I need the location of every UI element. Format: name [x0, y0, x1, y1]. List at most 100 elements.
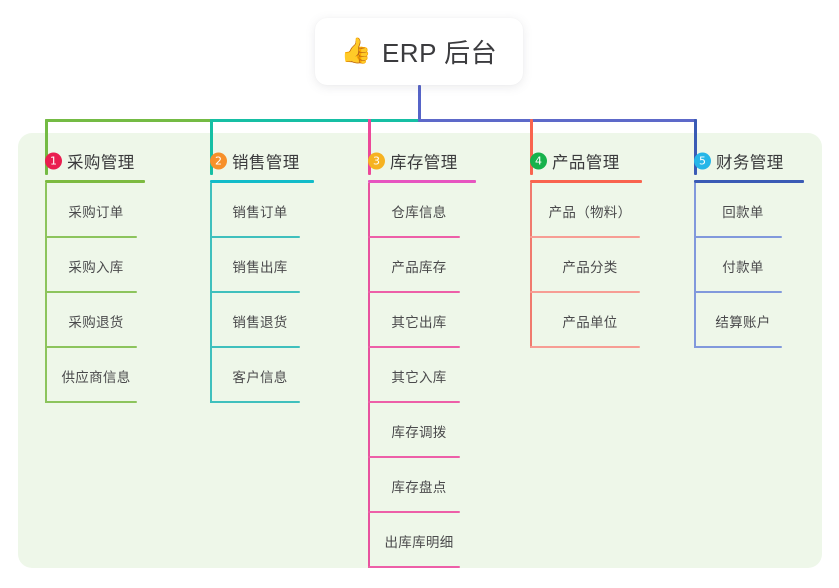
branch-spine-4 — [530, 183, 532, 348]
bar-segment-3 — [418, 119, 697, 122]
leaf-item[interactable]: 结算账户 — [694, 293, 782, 348]
branch-items-3: 仓库信息产品库存其它出库其它入库库存调拨库存盘点出库库明细 — [360, 183, 476, 568]
leaf-item-rule — [45, 236, 137, 238]
branch-column-5: 5 财务管理回款单付款单结算账户 — [686, 148, 804, 348]
leaf-item[interactable]: 库存盘点 — [368, 458, 460, 513]
branch-drop-2 — [210, 119, 213, 175]
branch-header-5[interactable]: 5 财务管理 — [686, 148, 804, 174]
leaf-item[interactable]: 采购退货 — [45, 293, 137, 348]
leaf-item-rule — [368, 236, 460, 238]
leaf-item[interactable]: 销售退货 — [210, 293, 300, 348]
leaf-item-label: 仓库信息 — [391, 204, 447, 220]
leaf-item-rule — [210, 236, 300, 238]
leaf-item-label: 采购退货 — [68, 314, 124, 330]
leaf-item-rule — [368, 456, 460, 458]
branch-drop-3 — [368, 119, 371, 175]
leaf-item-rule — [368, 346, 460, 348]
branch-title-2: 销售管理 — [232, 154, 300, 172]
leaf-item-label: 库存调拨 — [391, 424, 447, 440]
leaf-item-label: 产品（物料） — [548, 204, 632, 220]
leaf-item-label: 出库库明细 — [384, 534, 454, 550]
content-panel — [18, 133, 822, 568]
branch-header-rule-5 — [694, 180, 804, 183]
leaf-item-label: 其它出库 — [391, 314, 447, 330]
trunk-line — [418, 85, 421, 122]
leaf-item[interactable]: 库存调拨 — [368, 403, 460, 458]
leaf-item[interactable]: 采购入库 — [45, 238, 137, 293]
branch-column-1: 1 采购管理采购订单采购入库采购退货供应商信息 — [37, 148, 145, 403]
leaf-item[interactable]: 采购订单 — [45, 183, 137, 238]
leaf-item-rule — [368, 566, 460, 568]
branch-column-4: 4 产品管理产品（物料） 产品分类产品单位 — [522, 148, 642, 348]
leaf-item-rule — [368, 401, 460, 403]
leaf-item[interactable]: 回款单 — [694, 183, 782, 238]
branch-badge-3: 3 — [368, 152, 385, 170]
branch-header-rule-2 — [210, 180, 314, 183]
leaf-item[interactable]: 产品（物料） — [530, 183, 640, 238]
bar-segment-1 — [45, 119, 213, 122]
leaf-item[interactable]: 销售订单 — [210, 183, 300, 238]
leaf-item[interactable]: 销售出库 — [210, 238, 300, 293]
branch-items-5: 回款单付款单结算账户 — [686, 183, 804, 348]
leaf-item-label: 销售退货 — [232, 314, 288, 330]
leaf-item-label: 库存盘点 — [391, 479, 447, 495]
leaf-item[interactable]: 产品单位 — [530, 293, 640, 348]
leaf-item-label: 产品单位 — [562, 314, 618, 330]
branch-badge-5: 5 — [694, 152, 711, 170]
thumbs-up-icon: 👍 — [340, 37, 372, 65]
leaf-item[interactable]: 其它出库 — [368, 293, 460, 348]
leaf-item[interactable]: 产品分类 — [530, 238, 640, 293]
leaf-item-label: 其它入库 — [391, 369, 447, 385]
branch-items-4: 产品（物料） 产品分类产品单位 — [522, 183, 642, 348]
branch-badge-1: 1 — [45, 152, 62, 170]
leaf-item-label: 结算账户 — [715, 314, 771, 330]
bar-segment-2 — [210, 119, 421, 122]
leaf-item-rule — [45, 346, 137, 348]
leaf-item-rule — [530, 236, 640, 238]
branch-header-1[interactable]: 1 采购管理 — [37, 148, 145, 174]
branch-drop-1 — [45, 119, 48, 175]
leaf-item[interactable]: 付款单 — [694, 238, 782, 293]
leaf-item[interactable]: 其它入库 — [368, 348, 460, 403]
leaf-item-rule — [210, 291, 300, 293]
root-node-title: ERP 后台 — [381, 38, 498, 68]
branch-spine-2 — [210, 183, 212, 403]
leaf-item[interactable]: 产品库存 — [368, 238, 460, 293]
branch-title-5: 财务管理 — [716, 154, 784, 172]
leaf-item-rule — [210, 401, 300, 403]
branch-badge-4: 4 — [530, 152, 547, 170]
branch-title-4: 产品管理 — [552, 154, 620, 172]
branch-drop-5 — [694, 119, 697, 175]
branch-items-2: 销售订单销售出库销售退货客户信息 — [202, 183, 314, 403]
leaf-item-label: 销售出库 — [232, 259, 288, 275]
leaf-item-rule — [45, 291, 137, 293]
branch-header-rule-4 — [530, 180, 642, 183]
branch-header-rule-1 — [45, 180, 145, 183]
root-node-card[interactable]: 👍 ERP 后台 — [315, 18, 523, 85]
leaf-item-rule — [530, 346, 640, 348]
leaf-item-label: 采购订单 — [68, 204, 124, 220]
leaf-item[interactable]: 客户信息 — [210, 348, 300, 403]
branch-spine-3 — [368, 183, 370, 568]
leaf-item-label: 产品库存 — [391, 259, 447, 275]
leaf-item-rule — [694, 236, 782, 238]
branch-header-rule-3 — [368, 180, 476, 183]
branch-header-4[interactable]: 4 产品管理 — [522, 148, 642, 174]
branch-drop-4 — [530, 119, 533, 175]
leaf-item[interactable]: 供应商信息 — [45, 348, 137, 403]
leaf-item-label: 产品分类 — [562, 259, 618, 275]
branch-spine-5 — [694, 183, 696, 348]
leaf-item-rule — [45, 401, 137, 403]
leaf-item-rule — [368, 291, 460, 293]
leaf-item-rule — [530, 291, 640, 293]
branch-spine-1 — [45, 183, 47, 403]
leaf-item[interactable]: 仓库信息 — [368, 183, 460, 238]
leaf-item[interactable]: 出库库明细 — [368, 513, 460, 568]
branch-title-1: 采购管理 — [67, 154, 135, 172]
leaf-item-label: 供应商信息 — [61, 369, 131, 385]
